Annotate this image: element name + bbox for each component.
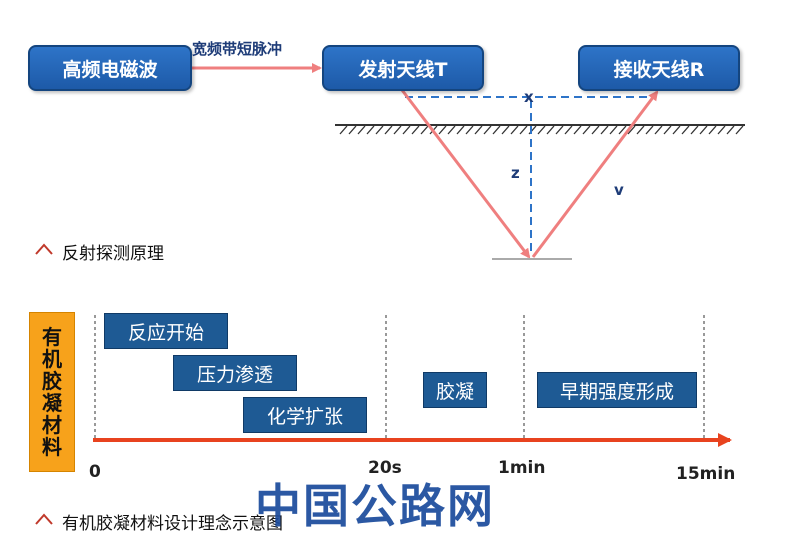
receive-antenna-box: 接收天线R (578, 45, 740, 91)
vertical-char: 有 (42, 325, 62, 349)
hatch-stroke (402, 125, 411, 135)
phase-gelation: 胶凝 (423, 372, 487, 408)
tick-0: 0 (89, 462, 101, 482)
z-label: z (511, 164, 520, 182)
hatch-stroke (663, 125, 672, 135)
hatch-stroke (357, 125, 366, 135)
transmit-antenna-box: 发射天线T (322, 45, 484, 91)
hatch-stroke (690, 125, 699, 135)
x-label: x (524, 88, 534, 106)
phase-chemical-expansion: 化学扩张 (243, 397, 367, 433)
hatch-stroke (627, 125, 636, 135)
hatch-stroke (501, 125, 510, 135)
hatch-stroke (393, 125, 402, 135)
hatch-stroke (519, 125, 528, 135)
reflected-ray (531, 90, 659, 258)
hatch-stroke (636, 125, 645, 135)
hatch-stroke (510, 125, 519, 135)
hatch-stroke (447, 125, 456, 135)
hatch-stroke (465, 125, 474, 135)
ground-hatching (339, 125, 744, 135)
hatch-stroke (609, 125, 618, 135)
hatch-stroke (645, 125, 654, 135)
hatch-stroke (411, 125, 420, 135)
caption-mark-icon (35, 243, 53, 255)
v-label: v (614, 181, 624, 199)
hatch-stroke (672, 125, 681, 135)
hatch-stroke (483, 125, 492, 135)
vertical-char: 凝 (42, 391, 62, 415)
tick-20s: 20s (368, 458, 402, 478)
hatch-stroke (654, 125, 663, 135)
hatch-stroke (681, 125, 690, 135)
hatch-stroke (555, 125, 564, 135)
hatch-stroke (699, 125, 708, 135)
hatch-stroke (708, 125, 717, 135)
hatch-stroke (420, 125, 429, 135)
phase-reaction-start: 反应开始 (104, 313, 228, 349)
hatch-stroke (384, 125, 393, 135)
hatch-stroke (591, 125, 600, 135)
reflection-caption: 反射探测原理 (62, 244, 164, 264)
hatch-stroke (366, 125, 375, 135)
hatch-stroke (546, 125, 555, 135)
hatch-stroke (474, 125, 483, 135)
vertical-label: 有 机 胶 凝 材 料 (29, 312, 75, 472)
hatch-stroke (717, 125, 726, 135)
hatch-stroke (600, 125, 609, 135)
hatch-stroke (438, 125, 447, 135)
hatch-stroke (573, 125, 582, 135)
vertical-char: 料 (42, 435, 62, 459)
pulse-label: 宽频带短脉冲 (192, 40, 283, 58)
incident-ray (400, 89, 531, 259)
phase-early-strength: 早期强度形成 (537, 372, 697, 408)
phase-pressure-penetration: 压力渗透 (173, 355, 297, 391)
hatch-stroke (348, 125, 357, 135)
vertical-char: 机 (42, 347, 62, 371)
hatch-stroke (735, 125, 744, 135)
hatch-stroke (375, 125, 384, 135)
em-wave-box: 高频电磁波 (28, 45, 192, 91)
hatch-stroke (564, 125, 573, 135)
hatch-stroke (726, 125, 735, 135)
hatch-stroke (456, 125, 465, 135)
tick-1min: 1min (498, 458, 546, 478)
timeline-caption: 有机胶凝材料设计理念示意图 (62, 514, 283, 534)
tick-15min: 15min (676, 464, 736, 484)
hatch-stroke (492, 125, 501, 135)
hatch-stroke (618, 125, 627, 135)
hatch-stroke (537, 125, 546, 135)
hatch-stroke (582, 125, 591, 135)
watermark: 中国公路网 (255, 479, 495, 533)
hatch-stroke (339, 125, 348, 135)
caption-mark-icon (35, 513, 53, 525)
vertical-char: 胶 (42, 369, 62, 393)
vertical-char: 材 (42, 413, 62, 437)
